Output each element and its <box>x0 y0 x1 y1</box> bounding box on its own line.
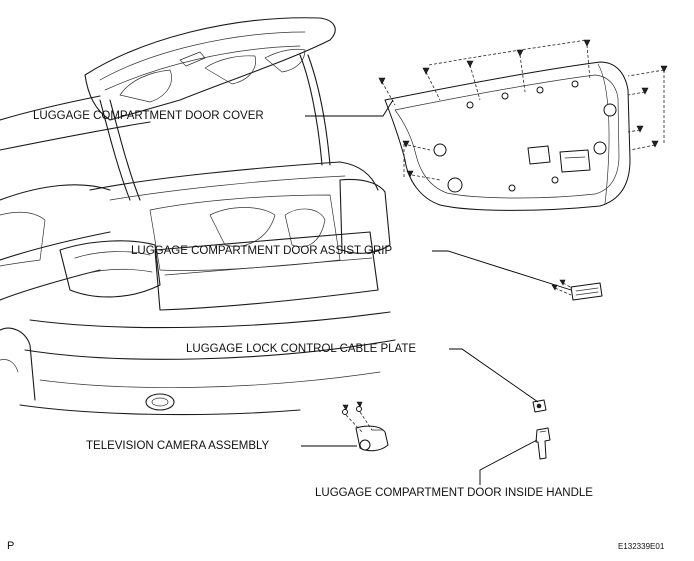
leader-assist-grip <box>432 250 572 291</box>
label-camera: TELEVISION CAMERA ASSEMBLY <box>86 440 270 452</box>
figure-code: E132339E01 <box>618 542 665 551</box>
inside-handle-part <box>535 427 551 460</box>
door-cover-fasteners <box>378 39 668 181</box>
label-assist-grip: LUGGAGE COMPARTMENT DOOR ASSIST GRIP <box>131 245 393 257</box>
leader-lines <box>301 99 572 485</box>
leader-inside-handle <box>479 439 538 485</box>
car-body-illustration <box>0 17 396 416</box>
corner-marker: P <box>7 540 15 552</box>
label-inside-handle: LUGGAGE COMPARTMENT DOOR INSIDE HANDLE <box>315 487 593 499</box>
label-door-cover: LUGGAGE COMPARTMENT DOOR COVER <box>33 110 264 122</box>
leader-door-cover <box>305 99 394 117</box>
cable-plate-part <box>532 399 547 413</box>
leader-cable-plate <box>449 348 539 403</box>
door-cover-part <box>384 61 631 211</box>
assist-grip-part <box>551 279 603 301</box>
camera-assembly-part <box>342 401 389 452</box>
label-cable-plate: LUGGAGE LOCK CONTROL CABLE PLATE <box>186 343 417 355</box>
